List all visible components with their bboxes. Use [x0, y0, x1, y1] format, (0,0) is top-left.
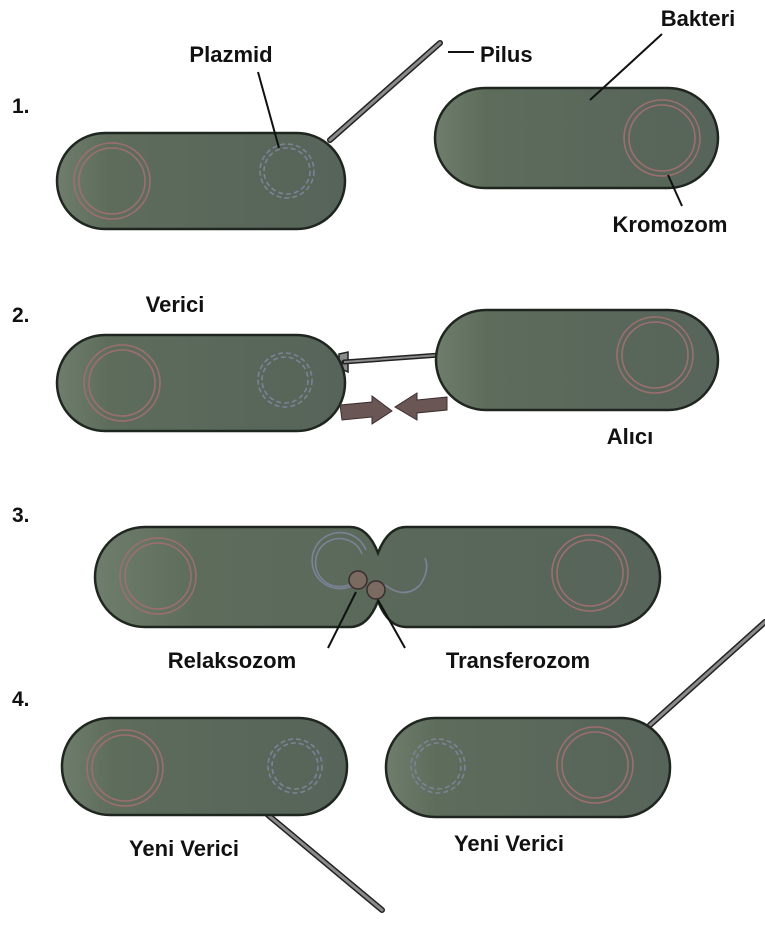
recipient-cell-step2	[436, 310, 718, 410]
plasmid-label: Plazmid	[189, 42, 272, 67]
new-donor-right-label: Yeni Verici	[454, 831, 564, 856]
mating-pair-step3	[95, 527, 660, 627]
transferosome-label: Transferozom	[446, 648, 590, 673]
transferosome-complex	[367, 581, 385, 599]
step-1-number: 1.	[12, 95, 30, 118]
pilus-step4-right	[650, 622, 765, 725]
recipient-label: Alıcı	[607, 424, 653, 449]
new-donor-left-label: Yeni Verici	[129, 836, 239, 861]
donor-label: Verici	[146, 292, 205, 317]
bacterium-label: Bakteri	[661, 6, 736, 31]
step-4-number: 4.	[12, 688, 30, 711]
step-3-number: 3.	[12, 504, 30, 527]
recipient-cell-step1	[435, 88, 718, 188]
pilus-step4-left	[268, 815, 382, 910]
relaxosome-complex	[349, 571, 367, 589]
donor-cell-step2	[57, 335, 345, 431]
relaxosome-label: Relaksozom	[168, 648, 296, 673]
pilus-label: Pilus	[480, 42, 533, 67]
approach-arrows	[340, 393, 447, 424]
chromosome-label: Kromozom	[613, 212, 728, 237]
pilus-step1	[330, 43, 440, 140]
new-donor-cell-left	[62, 718, 347, 815]
new-donor-cell-right	[386, 718, 670, 817]
donor-cell-step1	[57, 133, 345, 229]
step-2-number: 2.	[12, 304, 30, 327]
pilus-step2	[339, 352, 440, 372]
